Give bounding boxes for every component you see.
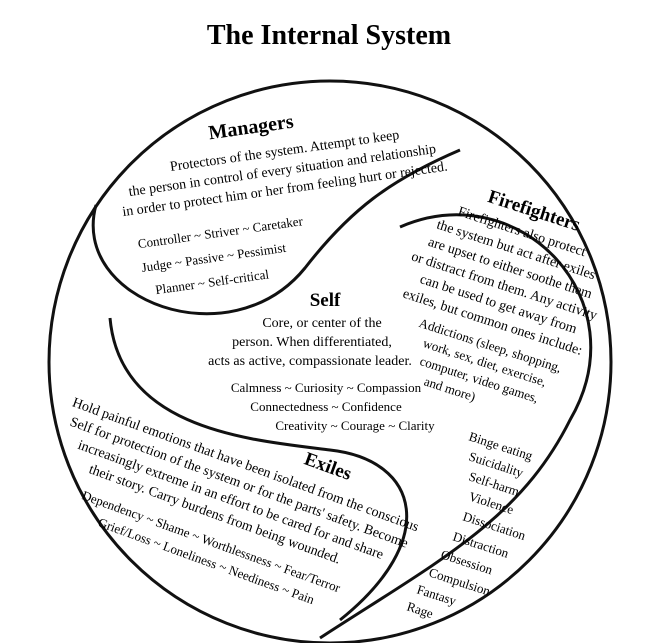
firefighters-list: Binge eating Suicidality Self-harm Viole… [405, 429, 535, 622]
self-desc-line: person. When differentiated, [232, 335, 392, 350]
diagram-title: The Internal System [207, 20, 451, 51]
managers-type-line: Planner ~ Self-critical [154, 266, 270, 297]
self-quality-line: Connectedness ~ Confidence [250, 399, 402, 414]
self-quality-line: Calmness ~ Curiosity ~ Compassion [231, 380, 422, 395]
outer-circle [47, 79, 613, 643]
managers-boundary [91, 148, 461, 316]
self-quality-line: Creativity ~ Courage ~ Clarity [275, 418, 435, 433]
managers-heading: Managers [207, 111, 295, 145]
exiles-boundary [108, 317, 409, 622]
self-section: Self Core, or center of the person. When… [208, 290, 435, 433]
self-heading: Self [310, 290, 341, 311]
firefighters-desc: Firefighters also protect the system but… [401, 205, 599, 359]
managers-section: Managers Protectors of the system. Attem… [122, 111, 449, 298]
self-desc-line: acts as active, compassionate leader. [208, 354, 412, 369]
firefighters-boundary [319, 213, 593, 640]
firefighters-activity: Rage [405, 599, 435, 622]
self-desc-line: Core, or center of the [262, 316, 381, 331]
